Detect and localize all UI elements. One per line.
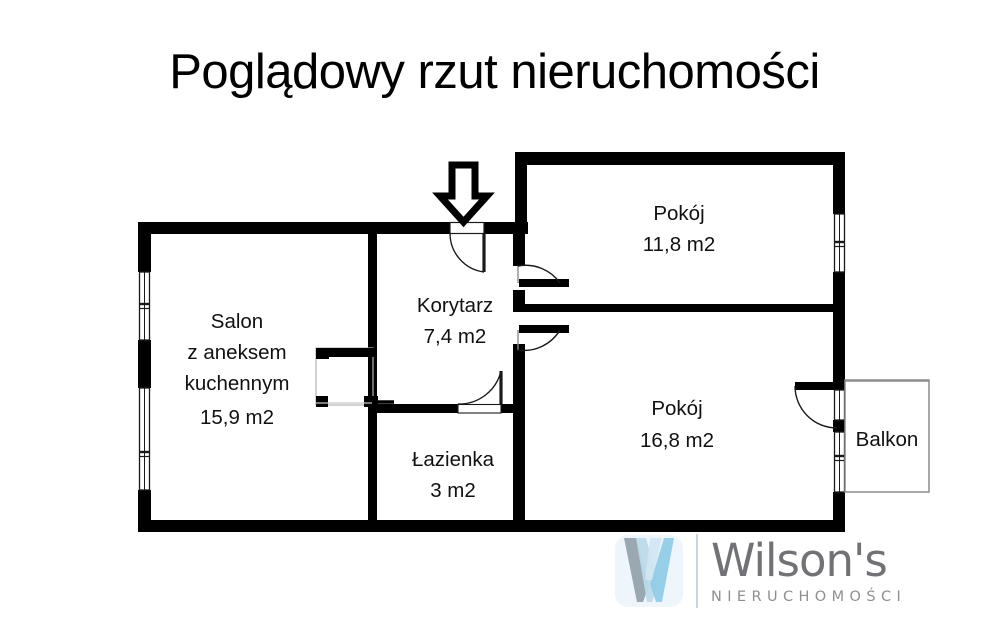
room-label-pokoj-2: Pokój <box>651 397 702 420</box>
window-right-upper <box>833 213 846 273</box>
wall-exterior-right-a <box>833 152 845 214</box>
room-label-pokoj-1: Pokój <box>653 202 704 225</box>
niche-corner-bottom-right <box>364 396 378 407</box>
room-fill-pokoj-2 <box>526 316 834 522</box>
window-right-lower <box>833 431 846 493</box>
wall-block-junction-vertical <box>515 152 527 234</box>
wall-interior-hall-rooms-c <box>513 344 525 524</box>
windows <box>138 213 846 493</box>
window-balcony-door-leaf <box>833 389 846 421</box>
kitchen-niche <box>315 347 394 407</box>
door-pokoj-2 <box>517 329 561 352</box>
room-fill-korytarz <box>382 232 512 404</box>
wall-interior-hall-rooms-b <box>513 290 525 312</box>
walls <box>138 152 845 532</box>
wall-interior-hall-rooms-a <box>513 234 525 266</box>
window-left-lower <box>138 387 151 491</box>
door-lazienka <box>457 370 503 414</box>
room-area-lazienka: 3 m2 <box>430 479 476 502</box>
door-jamb-pokoj2 <box>519 325 569 333</box>
wall-exterior-right-b <box>833 272 845 382</box>
wall-exterior-right-d <box>833 420 845 432</box>
room-area-korytarz: 7,4 m2 <box>424 325 487 348</box>
room-label-balkon: Balkon <box>856 428 919 451</box>
wall-interior-korytarz-lazienka-left <box>374 404 458 413</box>
door-jamb-balkon <box>795 382 837 390</box>
door-balkon <box>794 385 838 429</box>
wall-exterior-left-mid <box>138 340 151 388</box>
page-title: Poglądowy rzut nieruchomości <box>169 45 820 99</box>
room-area-salon: 15,9 m2 <box>200 406 274 429</box>
door-jamb-pokoj1 <box>519 279 569 287</box>
niche-corner-bottom-left <box>316 396 328 407</box>
door-pokoj-1 <box>517 264 561 284</box>
room-fills <box>150 164 834 522</box>
room-label-korytarz: Korytarz <box>417 294 493 317</box>
wall-interior-between-rooms <box>525 304 837 312</box>
room-area-pokoj-2: 16,8 m2 <box>640 429 714 452</box>
wall-exterior-top-right-block <box>515 152 845 165</box>
room-labels: Salon z aneksem kuchennym 15,9 m2 Koryta… <box>185 202 919 502</box>
room-fill-salon <box>150 232 368 522</box>
entrance-arrow-icon <box>432 161 495 228</box>
room-label-lazienka: Łazienka <box>412 448 495 471</box>
room-label-salon: Salon <box>211 310 263 333</box>
balcony-outline <box>844 379 930 493</box>
room-label-salon-line2: z aneksem <box>187 341 286 364</box>
balcony <box>844 379 930 493</box>
room-label-salon-line3: kuchennym <box>185 372 290 395</box>
niche-wall-top <box>316 348 374 357</box>
window-left-upper <box>138 271 151 341</box>
wall-exterior-left-top <box>138 222 151 272</box>
room-fill-pokoj-1 <box>526 164 834 302</box>
room-area-pokoj-1: 11,8 m2 <box>643 233 716 256</box>
wall-exterior-top-left-block <box>138 222 450 234</box>
wall-exterior-right-c <box>833 382 845 390</box>
wall-interior-korytarz-lazienka-right <box>501 404 521 413</box>
room-fill-lazienka <box>382 418 512 522</box>
wall-exterior-bottom <box>138 520 845 532</box>
